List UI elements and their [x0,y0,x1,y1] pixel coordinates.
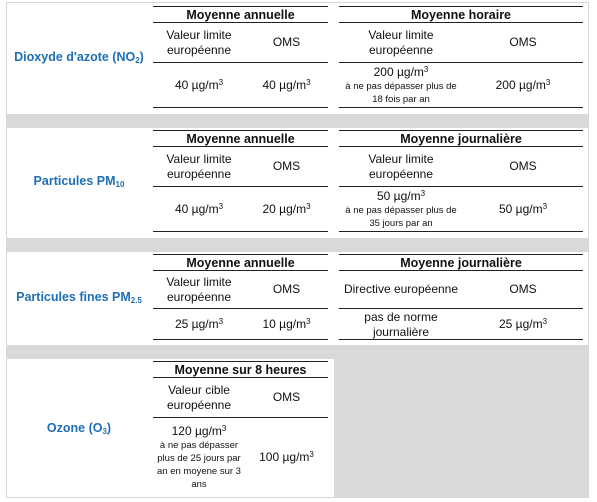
group-title: Moyenne journalière [339,254,583,271]
oms-header: OMS [245,147,328,187]
eight-hour-group-ozone: Moyenne sur 8 heures Valeur cible europé… [153,361,328,496]
annual-group-pm10: Moyenne annuelle Valeur limite européenn… [153,130,328,232]
group-title: Moyenne horaire [339,6,583,23]
oms-header: OMS [245,23,328,63]
eu-limit-value: 40 µg/m3 [174,78,224,92]
oms-header: OMS [463,271,583,309]
annual-group-no2: Moyenne annuelle Valeur limite européenn… [153,6,328,108]
oms-value: 40 µg/m3 [262,78,311,92]
oms-value: 25 µg/m3 [498,317,548,331]
group-title: Moyenne annuelle [153,130,328,147]
oms-value: 50 µg/m3 [498,202,548,216]
group-bottom-rule [339,107,583,108]
oms-header: OMS [245,378,328,418]
separator-band [6,238,588,252]
pollutant-label-no2: Dioxyde d'azote (NO2) [14,49,144,65]
pollutant-label-pm10: Particules PM10 [33,173,125,189]
separator-band [334,359,588,498]
hourly-group-no2: Moyenne horaire Valeur limite européenne… [339,6,583,108]
eu-limit-header: Valeur limite européenne [339,23,463,63]
group-title: Moyenne journalière [339,130,583,147]
group-bottom-rule [153,107,328,108]
oms-value: 20 µg/m3 [262,202,311,216]
eu-limit-header: Valeur limite européenne [153,147,245,187]
separator-band [6,345,588,359]
group-title: Moyenne sur 8 heures [153,361,328,378]
eu-target-header: Valeur cible européenne [153,378,245,418]
eu-limit-header: Valeur limite européenne [153,23,245,63]
exceedance-note: à ne pas dépasser plus de 35 jours par a… [345,205,457,229]
oms-header: OMS [463,23,583,63]
oms-value: 100 µg/m3 [259,449,314,464]
daily-group-pm10: Moyenne journalière Valeur limite europé… [339,130,583,232]
pollutant-label-pm25: Particules fines PM2.5 [16,289,142,305]
group-title: Moyenne annuelle [153,6,328,23]
group-title: Moyenne annuelle [153,254,328,271]
eu-target-value: 120 µg/m3 à ne pas dépasser plus de 25 j… [157,423,241,490]
exceedance-note: à ne pas dépasser plus de 18 fois par an [345,81,457,105]
exceedance-note: à ne pas dépasser plus de 25 jours par a… [157,439,241,490]
group-bottom-rule [153,231,328,232]
pollutant-label-ozone: Ozone (O3) [46,421,112,436]
oms-header: OMS [463,147,583,187]
group-bottom-rule [339,339,583,340]
eu-limit-value: 25 µg/m3 [174,317,224,331]
eu-limit-value: 40 µg/m3 [174,202,224,216]
daily-group-pm25: Moyenne journalière Directive européenne… [339,254,583,340]
eu-limit-value: 50 µg/m3 à ne pas dépasser plus de 35 jo… [345,189,457,229]
separator-band [6,114,588,128]
eu-limit-header: Valeur limite européenne [339,147,463,187]
group-bottom-rule [153,339,328,340]
group-bottom-rule [339,231,583,232]
eu-directive-value: pas de norme journalière [364,309,438,339]
eu-limit-value: 200 µg/m3 à ne pas dépasser plus de 18 f… [345,65,457,105]
oms-value: 200 µg/m3 [495,78,551,92]
oms-value: 10 µg/m3 [262,317,311,331]
oms-header: OMS [245,271,328,309]
eu-directive-header: Directive européenne [339,271,463,309]
eu-limit-header: Valeur limite européenne [153,271,245,309]
annual-group-pm25: Moyenne annuelle Valeur limite européenn… [153,254,328,340]
